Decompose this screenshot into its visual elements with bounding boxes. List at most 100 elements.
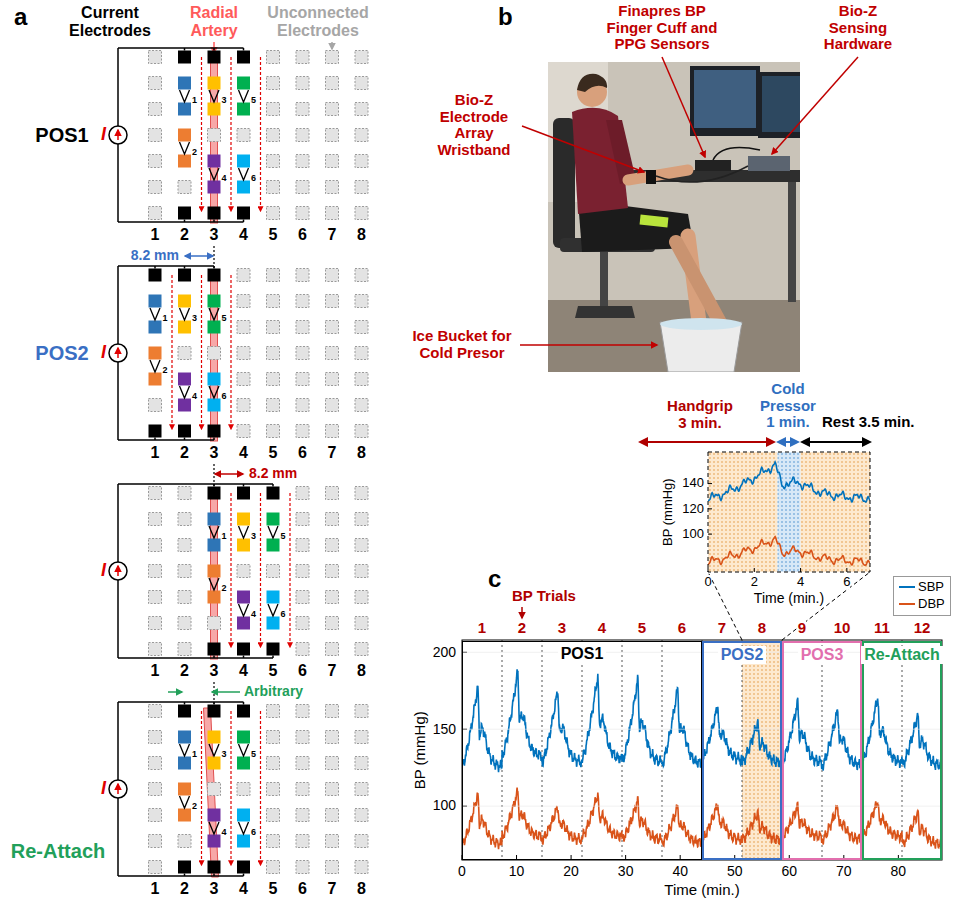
unconnected-electrode [326,77,339,90]
unconnected-electrode [267,565,280,578]
column-number: 7 [328,444,337,462]
sensing-electrode [208,513,221,526]
voltage-index: 1 [192,96,197,106]
unconnected-electrode [326,181,339,194]
unconnected-electrode [355,617,368,630]
axis-tick-label: 150 [433,722,456,737]
unconnected-electrode [326,487,339,500]
axis-tick-label: 0 [458,864,466,879]
current-wire [117,266,119,344]
unconnected-electrode [149,757,162,770]
unconnected-electrode [178,617,191,630]
trial-divider [902,640,903,860]
current-electrode [267,643,280,656]
sensing-electrode [237,539,250,552]
unconnected-electrode [355,321,368,334]
sensing-electrode [149,321,162,334]
panel-letter: b [498,4,513,30]
current-wire [272,484,274,487]
current-electrode [208,643,221,656]
current-electrode [149,269,162,282]
column-number: 3 [210,226,219,244]
dimension-arrow [212,691,240,693]
column-number: 6 [298,880,307,898]
unconnected-electrode [296,373,309,386]
sensing-electrode [178,321,191,334]
unconnected-electrode [355,51,368,64]
current-flow-arrow [171,275,172,429]
sensing-electrode [237,77,250,90]
dimension-label: Arbitrary [244,684,303,699]
current-electrode [208,51,221,64]
axis-tick-label: 140 [682,476,704,490]
unconnected-electrode [149,809,162,822]
unconnected-electrode [326,103,339,116]
voltage-symbol [209,386,219,398]
voltage-index: 4 [192,392,197,402]
unconnected-electrode [355,705,368,718]
voltage-symbol [209,90,219,102]
voltage-symbol [239,168,249,180]
column-number: 8 [357,880,366,898]
unconnected-electrode [178,591,191,604]
sensing-hardware [748,156,790,171]
current-electrode [208,269,221,282]
current-direction-arrow [117,130,119,140]
floor [548,300,800,372]
unconnected-electrode [296,321,309,334]
voltage-index: 2 [192,802,197,812]
unconnected-electrode [355,425,368,438]
sensing-electrode [178,757,191,770]
unconnected-electrode [355,181,368,194]
axis-tick-label: 10 [509,864,525,879]
current-wire [213,874,215,877]
panel-letter: a [14,4,27,30]
leader-arrow [520,344,657,346]
unconnected-electrode [267,295,280,308]
unconnected-electrode [267,155,280,168]
unconnected-electrode [326,51,339,64]
dimension-label: 8.2 mm [249,466,297,481]
unconnected-electrode [296,295,309,308]
unconnected-electrode [355,347,368,360]
voltage-index: 3 [222,750,227,760]
monitor [758,72,800,138]
current-wire [243,656,245,659]
region-box: POS3 [782,641,862,860]
unconnected-electrode [326,207,339,220]
current-source [109,344,127,362]
unconnected-electrode [208,347,221,360]
unconnected-electrode [237,347,250,360]
unconnected-electrode [326,373,339,386]
unconnected-electrode [355,399,368,412]
phase-label: Cold Pressor 1 min. [757,381,819,431]
unconnected-electrode [326,591,339,604]
axis-tick-label: 120 [682,502,704,516]
unconnected-electrode [296,487,309,500]
region-label: POS2 [718,646,767,664]
unconnected-electrode [149,835,162,848]
voltage-index: 3 [251,532,256,542]
unconnected-electrode [296,181,309,194]
unconnected-electrode [237,565,250,578]
annotation-label: BP Trials [512,588,576,605]
sensing-electrode [178,155,191,168]
trial-number: 3 [558,620,566,637]
monitor [690,66,760,136]
voltage-index: 4 [251,610,256,620]
unconnected-electrode [326,321,339,334]
unconnected-electrode [326,835,339,848]
trial-number: 5 [638,620,646,637]
artery-dotted-line [213,464,214,490]
dimension-arrow [185,255,213,257]
shorts-patch [640,215,669,228]
unconnected-electrode [355,591,368,604]
sensing-electrode [149,373,162,386]
current-direction-arrow [117,348,119,358]
unconnected-electrode [326,643,339,656]
voltage-symbol [239,604,249,616]
trial-number: 4 [598,620,606,637]
electrode-array [109,692,368,877]
sensing-electrode [208,757,221,770]
inset-frame [708,452,870,572]
